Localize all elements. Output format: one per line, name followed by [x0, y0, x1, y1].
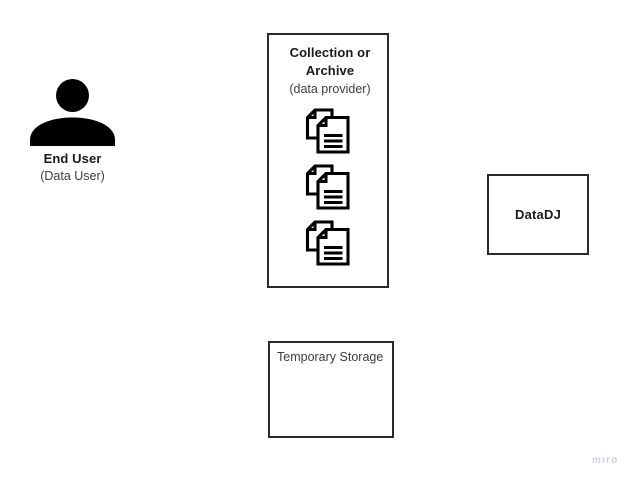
- documents-icon: [305, 220, 351, 266]
- documents-icon: [305, 164, 351, 210]
- collection-subtitle: (data provider): [289, 82, 371, 96]
- temporary-storage-label: Temporary Storage: [277, 350, 384, 364]
- end-user-label: End User: [43, 151, 102, 166]
- node-end-user[interactable]: End User (Data User): [24, 78, 121, 190]
- document-stack: [269, 105, 387, 280]
- person-icon: [24, 78, 121, 146]
- node-datadj[interactable]: DataDJ: [487, 174, 589, 255]
- miro-watermark: miro: [592, 455, 619, 466]
- node-temporary-storage[interactable]: Temporary Storage: [268, 341, 394, 438]
- datadj-label: DataDJ: [515, 207, 561, 222]
- end-user-sublabel: (Data User): [40, 169, 105, 183]
- documents-icon: [305, 108, 351, 154]
- collection-title: Collection or Archive: [289, 45, 371, 78]
- node-collection-or-archive[interactable]: Collection or Archive (data provider): [267, 33, 389, 288]
